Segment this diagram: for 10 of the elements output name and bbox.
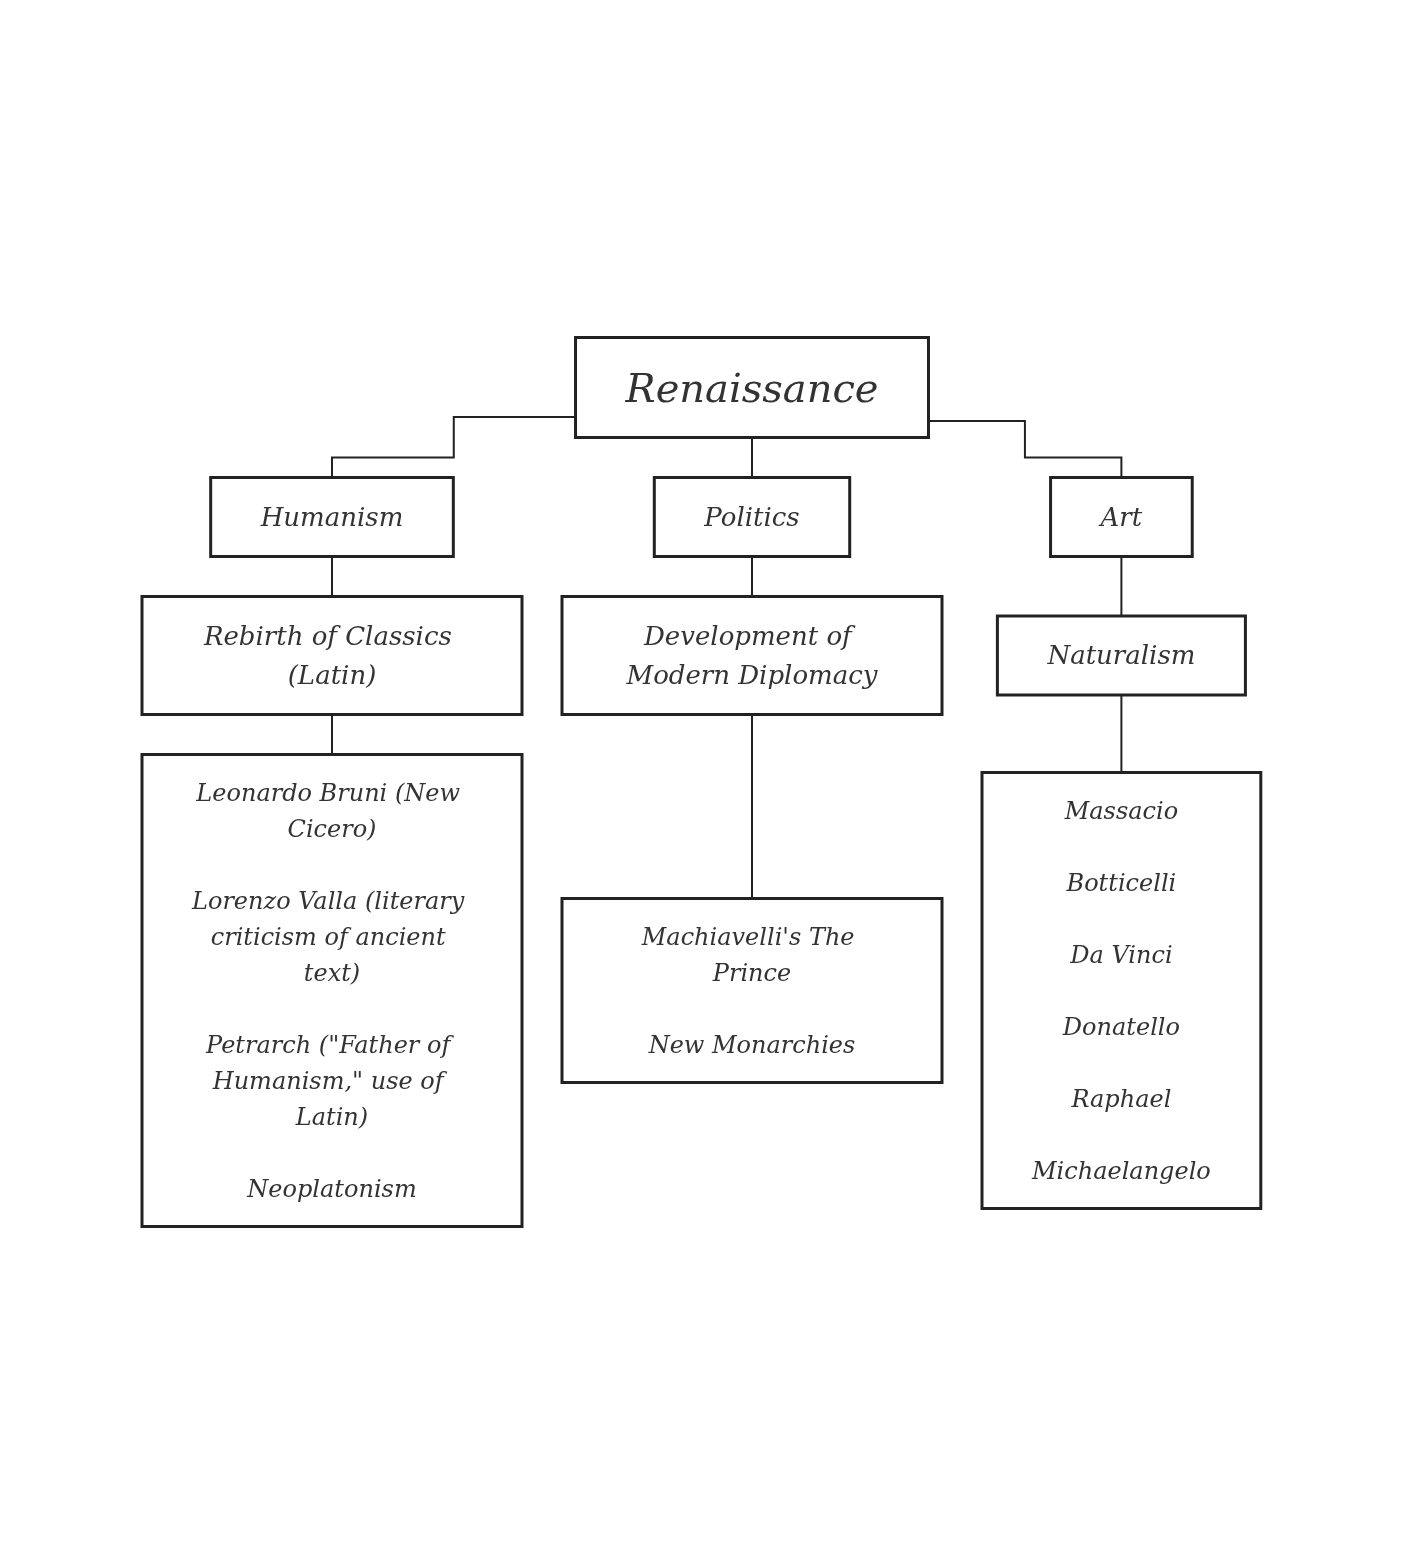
node-box: Art xyxy=(1049,476,1194,558)
node-box: Development of Modern Diplomacy xyxy=(560,595,944,716)
node-box: Naturalism xyxy=(996,614,1247,697)
node-box: Leonardo Bruni (New Cicero) Lorenzo Valla (literary criticism of ancient text) Petrarch ("Father of Humanism," use of Latin) Neoplatonism xyxy=(140,753,524,1228)
node-box: Massacio Botticelli Da Vinci Donatello Raphael Michaelangelo xyxy=(980,771,1263,1210)
node-box: Renaissance xyxy=(574,336,931,439)
node-box: Politics xyxy=(652,476,852,558)
node-box: Rebirth of Classics (Latin) xyxy=(140,595,524,716)
node-box: Machiavelli's The Prince New Monarchies xyxy=(560,897,944,1084)
node-box: Humanism xyxy=(209,476,455,558)
